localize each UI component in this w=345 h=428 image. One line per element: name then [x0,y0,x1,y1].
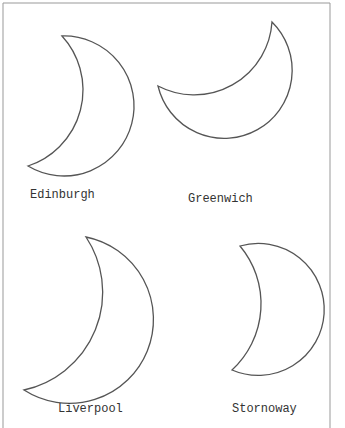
crescent-greenwich [158,22,292,138]
place-label: Greenwich [188,192,253,206]
crescent-edinburgh [28,36,134,176]
frame-line [3,3,330,428]
place-label: Liverpool [58,402,123,416]
crescent-liverpool [24,237,153,403]
crescent-stornoway [232,243,324,375]
place-label: Stornoway [232,402,297,416]
place-label: Edinburgh [30,188,95,202]
